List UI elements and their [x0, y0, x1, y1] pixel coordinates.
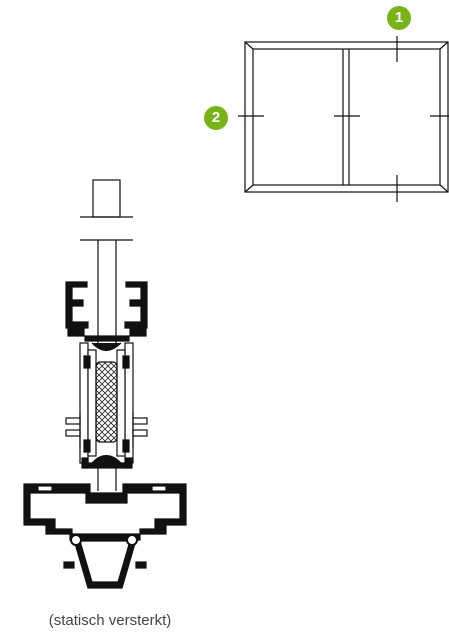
marker-1: 1 — [387, 6, 411, 30]
frame-inner-void — [79, 540, 131, 583]
foot-left — [63, 561, 75, 569]
glazing-unit — [79, 342, 134, 464]
profile-section — [23, 179, 187, 589]
caption: (statisch versterkt) — [48, 612, 172, 629]
insulation-core — [95, 361, 118, 443]
foot-right — [135, 561, 147, 569]
side-clips — [65, 412, 148, 448]
marker-2: 2 — [204, 106, 228, 130]
frame-corner-bl — [244, 184, 254, 193]
sash-stub — [92, 179, 121, 218]
clip-right — [126, 534, 138, 546]
drain-lip-right — [151, 485, 167, 492]
inner-frame — [252, 48, 441, 186]
frame-corner-tl — [244, 41, 254, 50]
frame-corner-br — [439, 184, 449, 193]
drain-lip-left — [37, 485, 53, 492]
upper-sash-profile — [65, 281, 148, 342]
window-elevation — [238, 36, 449, 202]
bottom-frame-profile — [23, 483, 187, 589]
outer-frame — [244, 41, 449, 193]
lower-bead — [81, 457, 133, 469]
frame-corner-tr — [439, 41, 449, 50]
clip-left — [70, 534, 82, 546]
